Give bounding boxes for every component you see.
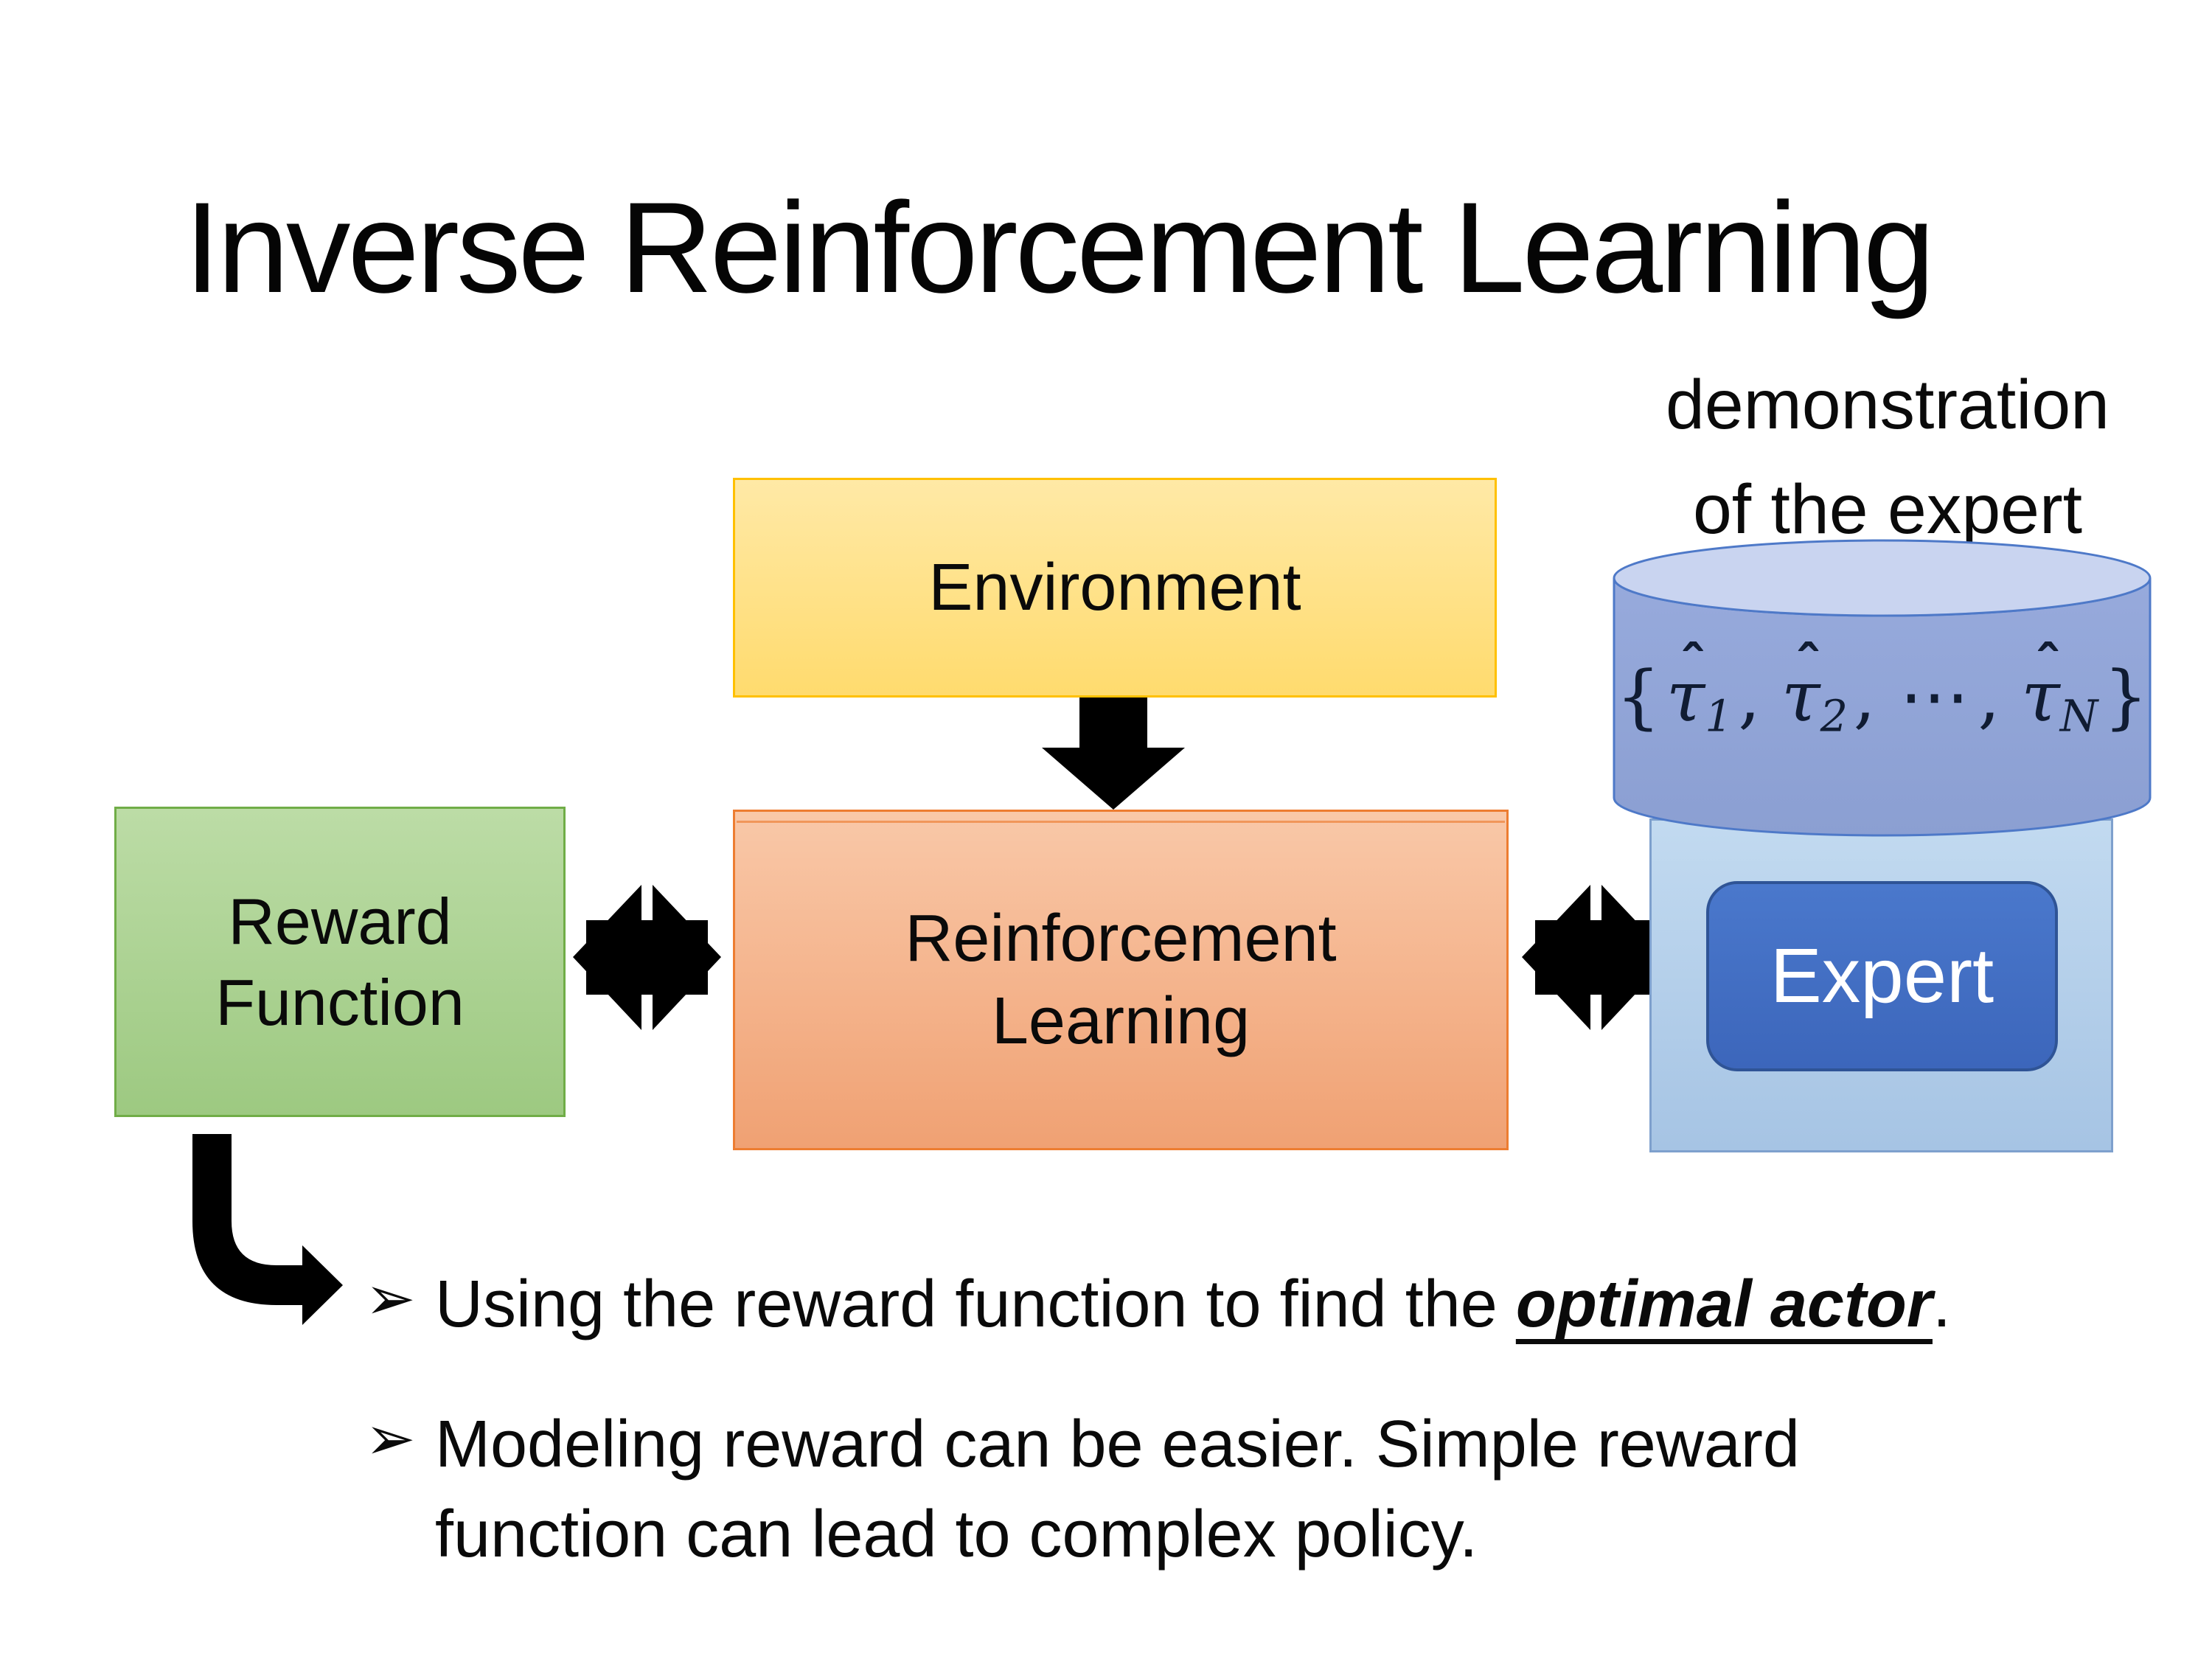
env-to-rl-down-arrow-icon xyxy=(1042,698,1185,810)
bullet-item-2: ➢ Modeling reward can be easier. Simple … xyxy=(365,1399,2061,1579)
bullet-1-text: Using the reward function to find the op… xyxy=(435,1267,1951,1341)
demonstration-caption-line2: of the expert xyxy=(1692,470,2083,549)
reward-to-bullet-bent-arrow-icon xyxy=(192,1134,343,1325)
bullet-arrowhead-icon: ➢ xyxy=(365,1404,416,1474)
open-brace: { xyxy=(1615,656,1661,737)
demonstration-caption: demonstration of the expert xyxy=(1556,352,2212,562)
midline-ellipsis: ⋯ xyxy=(1899,656,1970,737)
reinforcement-learning-box: Reinforcement Learning xyxy=(733,810,1509,1150)
environment-label: Environment xyxy=(928,550,1301,625)
reward-function-label: Reward Function xyxy=(215,884,465,1039)
reward-function-box: Reward Function xyxy=(114,807,566,1117)
reinforcement-learning-label: Reinforcement Learning xyxy=(905,902,1337,1058)
reward-rl-double-arrow-icon xyxy=(573,885,721,1030)
expert-box: Expert xyxy=(1706,881,2058,1071)
expert-label: Expert xyxy=(1770,933,1994,1019)
environment-box: Environment xyxy=(733,478,1497,698)
bullet-arrowhead-icon: ➢ xyxy=(365,1264,416,1334)
optimal-actor-emphasis: optimal actor xyxy=(1515,1267,1933,1341)
hat-accent: ˆ xyxy=(1798,633,1818,697)
bullet-item-1: ➢ Using the reward function to find the … xyxy=(365,1259,2135,1349)
rl-expert-double-arrow-icon xyxy=(1522,885,1670,1030)
hat-accent: ˆ xyxy=(1683,633,1702,697)
bullet-2-text: Modeling reward can be easier. Simple re… xyxy=(435,1408,1800,1571)
demonstration-database-cylinder-icon xyxy=(1613,539,2152,837)
page-title: Inverse Reinforcement Learning xyxy=(184,176,1935,320)
close-brace: } xyxy=(2103,656,2149,737)
demonstration-caption-line1: demonstration xyxy=(1665,366,2110,444)
hat-accent: ˆ xyxy=(2038,633,2057,697)
